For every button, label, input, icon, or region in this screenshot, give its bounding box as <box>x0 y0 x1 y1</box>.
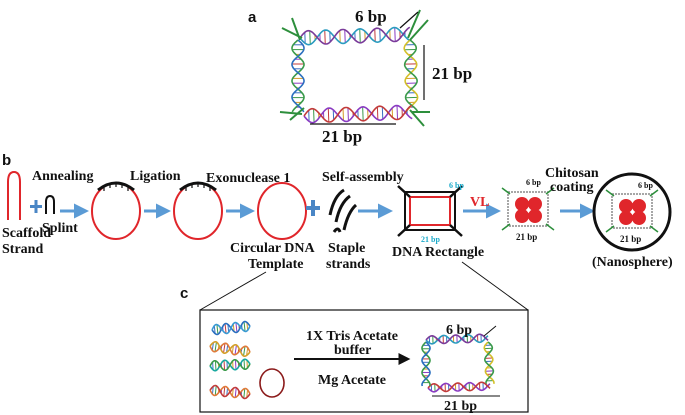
dna-rectangle-large <box>279 9 430 127</box>
panel-c-21bp-annotation: 21 bp <box>432 395 500 414</box>
splint-strand <box>45 194 55 214</box>
panel-a-21bp-bottom-label: 21 bp <box>322 127 362 146</box>
zoom-line-right <box>461 261 529 311</box>
self-assembly-label: Self-assembly <box>322 170 404 185</box>
panel-c-21bp-label: 21 bp <box>444 399 477 414</box>
scaffold-strand <box>7 170 21 220</box>
circular-template-small <box>259 368 285 398</box>
staple-label-2: strands <box>326 257 371 272</box>
panel-a-label: a <box>248 9 257 26</box>
scaffold-label-2: Strand <box>2 242 43 257</box>
chitosan-label-1: Chitosan <box>545 166 599 181</box>
rect-6bp-label: 6 bp <box>449 181 464 190</box>
chitosan-label-2: coating <box>550 180 594 195</box>
sphere-21bp-label: 21 bp <box>620 234 641 244</box>
ligated-circle <box>173 181 223 240</box>
panel-a-6bp-label: 6 bp <box>355 7 387 26</box>
vl-label: VL <box>470 195 489 210</box>
scaffold-label-1: Scaffold <box>2 226 51 241</box>
plus-sign-2 <box>306 200 320 216</box>
panel-c-label: c <box>180 285 188 302</box>
buffer-label-2: buffer <box>334 343 371 358</box>
dna-rectangle-small <box>421 333 495 393</box>
exonuclease-label: Exonuclease 1 <box>206 171 290 186</box>
nanosphere <box>592 172 672 252</box>
mg-label: Mg Acetate <box>318 373 386 388</box>
splint-label: Splint <box>42 221 78 236</box>
circular-label-2: Template <box>248 257 303 272</box>
panel-a-6bp-annotation: 6 bp <box>355 7 419 29</box>
rect-21bp-label: 21 bp <box>421 235 440 244</box>
zoom-line-left <box>199 271 267 311</box>
nanosphere-label: (Nanosphere) <box>592 255 673 270</box>
ligation-label: Ligation <box>130 169 181 184</box>
circular-dna-template <box>257 182 307 240</box>
panel-a-21bp-right-label: 21 bp <box>432 64 472 83</box>
vl-loaded-rectangle <box>501 187 555 231</box>
loaded-21bp-label: 21 bp <box>516 232 537 242</box>
dna-rectangle-label: DNA Rectangle <box>392 245 484 260</box>
annealing-label: Annealing <box>32 169 93 184</box>
loaded-6bp-label: 6 bp <box>526 178 541 187</box>
buffer-label-1: 1X Tris Acetate <box>306 329 398 344</box>
plus-sign-1 <box>30 200 42 213</box>
panel-c-6bp-label: 6 bp <box>446 323 472 338</box>
circular-label-1: Circular DNA <box>230 241 316 256</box>
panel-b-label: b <box>2 152 11 169</box>
staple-strands <box>328 188 358 233</box>
panel-a-21bp-right-annotation: 21 bp <box>423 45 472 100</box>
input-dna-helices <box>209 320 251 400</box>
staple-label-1: Staple <box>328 241 365 256</box>
dna-rectangle-schematic <box>397 185 463 237</box>
panel-c-box <box>199 309 529 413</box>
panel-a-21bp-bottom-annotation: 21 bp <box>310 123 396 146</box>
annealed-circle <box>91 181 141 240</box>
sphere-6bp-label: 6 bp <box>638 181 653 190</box>
panel-c-6bp-annotation: 6 bp <box>446 323 497 338</box>
